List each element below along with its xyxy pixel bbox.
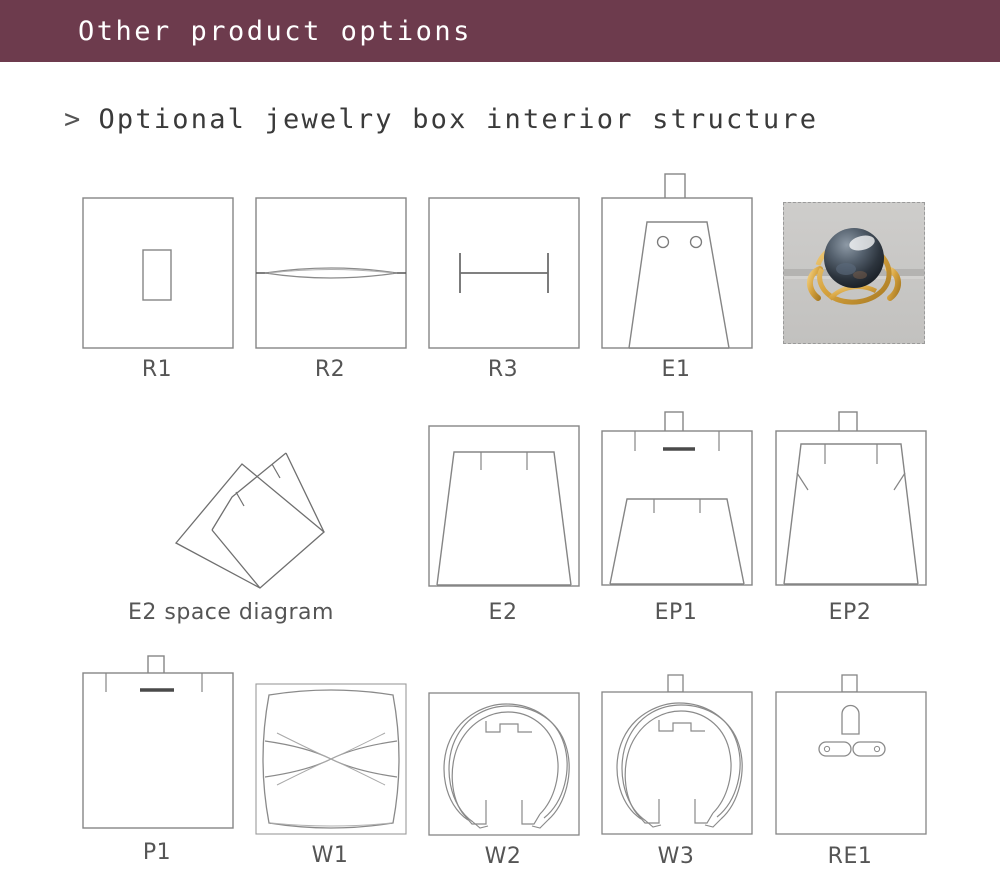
tab-trapezoid-ticks-slits-icon <box>775 411 927 586</box>
section-heading: > Optional jewelry box interior structure <box>64 104 818 135</box>
option-label-ep1: EP1 <box>654 600 698 625</box>
option-cell-e2-space-diagram[interactable]: E2 space diagram <box>128 440 338 640</box>
square-with-vertical-slot-icon <box>82 197 234 349</box>
option-cell-e2[interactable]: E2 <box>428 425 580 630</box>
option-label-p1: P1 <box>142 840 172 865</box>
trapezoid-two-holes-icon <box>601 173 753 349</box>
trapezoid-two-ticks-icon <box>428 425 580 587</box>
option-cell-r2[interactable]: R2 <box>255 197 407 387</box>
option-cell-e1[interactable]: E1 <box>601 172 753 387</box>
option-cell-ep1[interactable]: EP1 <box>601 411 753 630</box>
option-label-e2: E2 <box>488 600 518 625</box>
option-cell-r3[interactable]: R3 <box>428 197 580 387</box>
bangle-c-ring-tab-icon <box>601 674 753 835</box>
bangle-c-ring-icon <box>428 692 580 836</box>
option-label-r3: R3 <box>487 357 519 382</box>
option-label-r2: R2 <box>314 357 346 382</box>
square-tab-dash-icon <box>82 655 234 829</box>
pearl-ring-photo[interactable] <box>783 202 925 344</box>
page-title: Other product options <box>78 16 472 47</box>
cushion-pillow-icon <box>255 683 407 835</box>
option-cell-ep2[interactable]: EP2 <box>775 411 927 630</box>
chevron-right-marker: > <box>64 104 83 135</box>
square-with-h-bar-icon <box>428 197 580 349</box>
option-label-e1: E1 <box>661 357 691 382</box>
option-label-ep2: EP2 <box>828 600 872 625</box>
square-slot-two-pills-icon <box>775 674 927 835</box>
tab-dash-over-trapezoid-icon <box>601 411 753 586</box>
option-cell-p1[interactable]: P1 <box>82 655 234 870</box>
option-cell-w3[interactable]: W3 <box>601 674 753 870</box>
option-label-r1: R1 <box>141 357 173 382</box>
option-cell-w1[interactable]: W1 <box>255 683 407 870</box>
option-label-w3: W3 <box>657 844 695 869</box>
pearl-ring-image <box>784 203 924 343</box>
option-cell-re1[interactable]: RE1 <box>775 674 927 870</box>
option-cell-w2[interactable]: W2 <box>428 692 580 870</box>
option-label-w1: W1 <box>311 843 349 868</box>
section-heading-label: Optional jewelry box interior structure <box>98 104 819 135</box>
option-label-w2: W2 <box>484 844 522 869</box>
perspective-insert-icon <box>174 452 326 589</box>
page-header-bar: Other product options <box>0 0 1000 62</box>
option-label-e2-space-diagram: E2 space diagram <box>128 600 334 625</box>
option-cell-r1[interactable]: R1 <box>82 197 234 387</box>
option-label-re1: RE1 <box>827 844 873 869</box>
square-with-lens-slot-icon <box>255 197 407 349</box>
